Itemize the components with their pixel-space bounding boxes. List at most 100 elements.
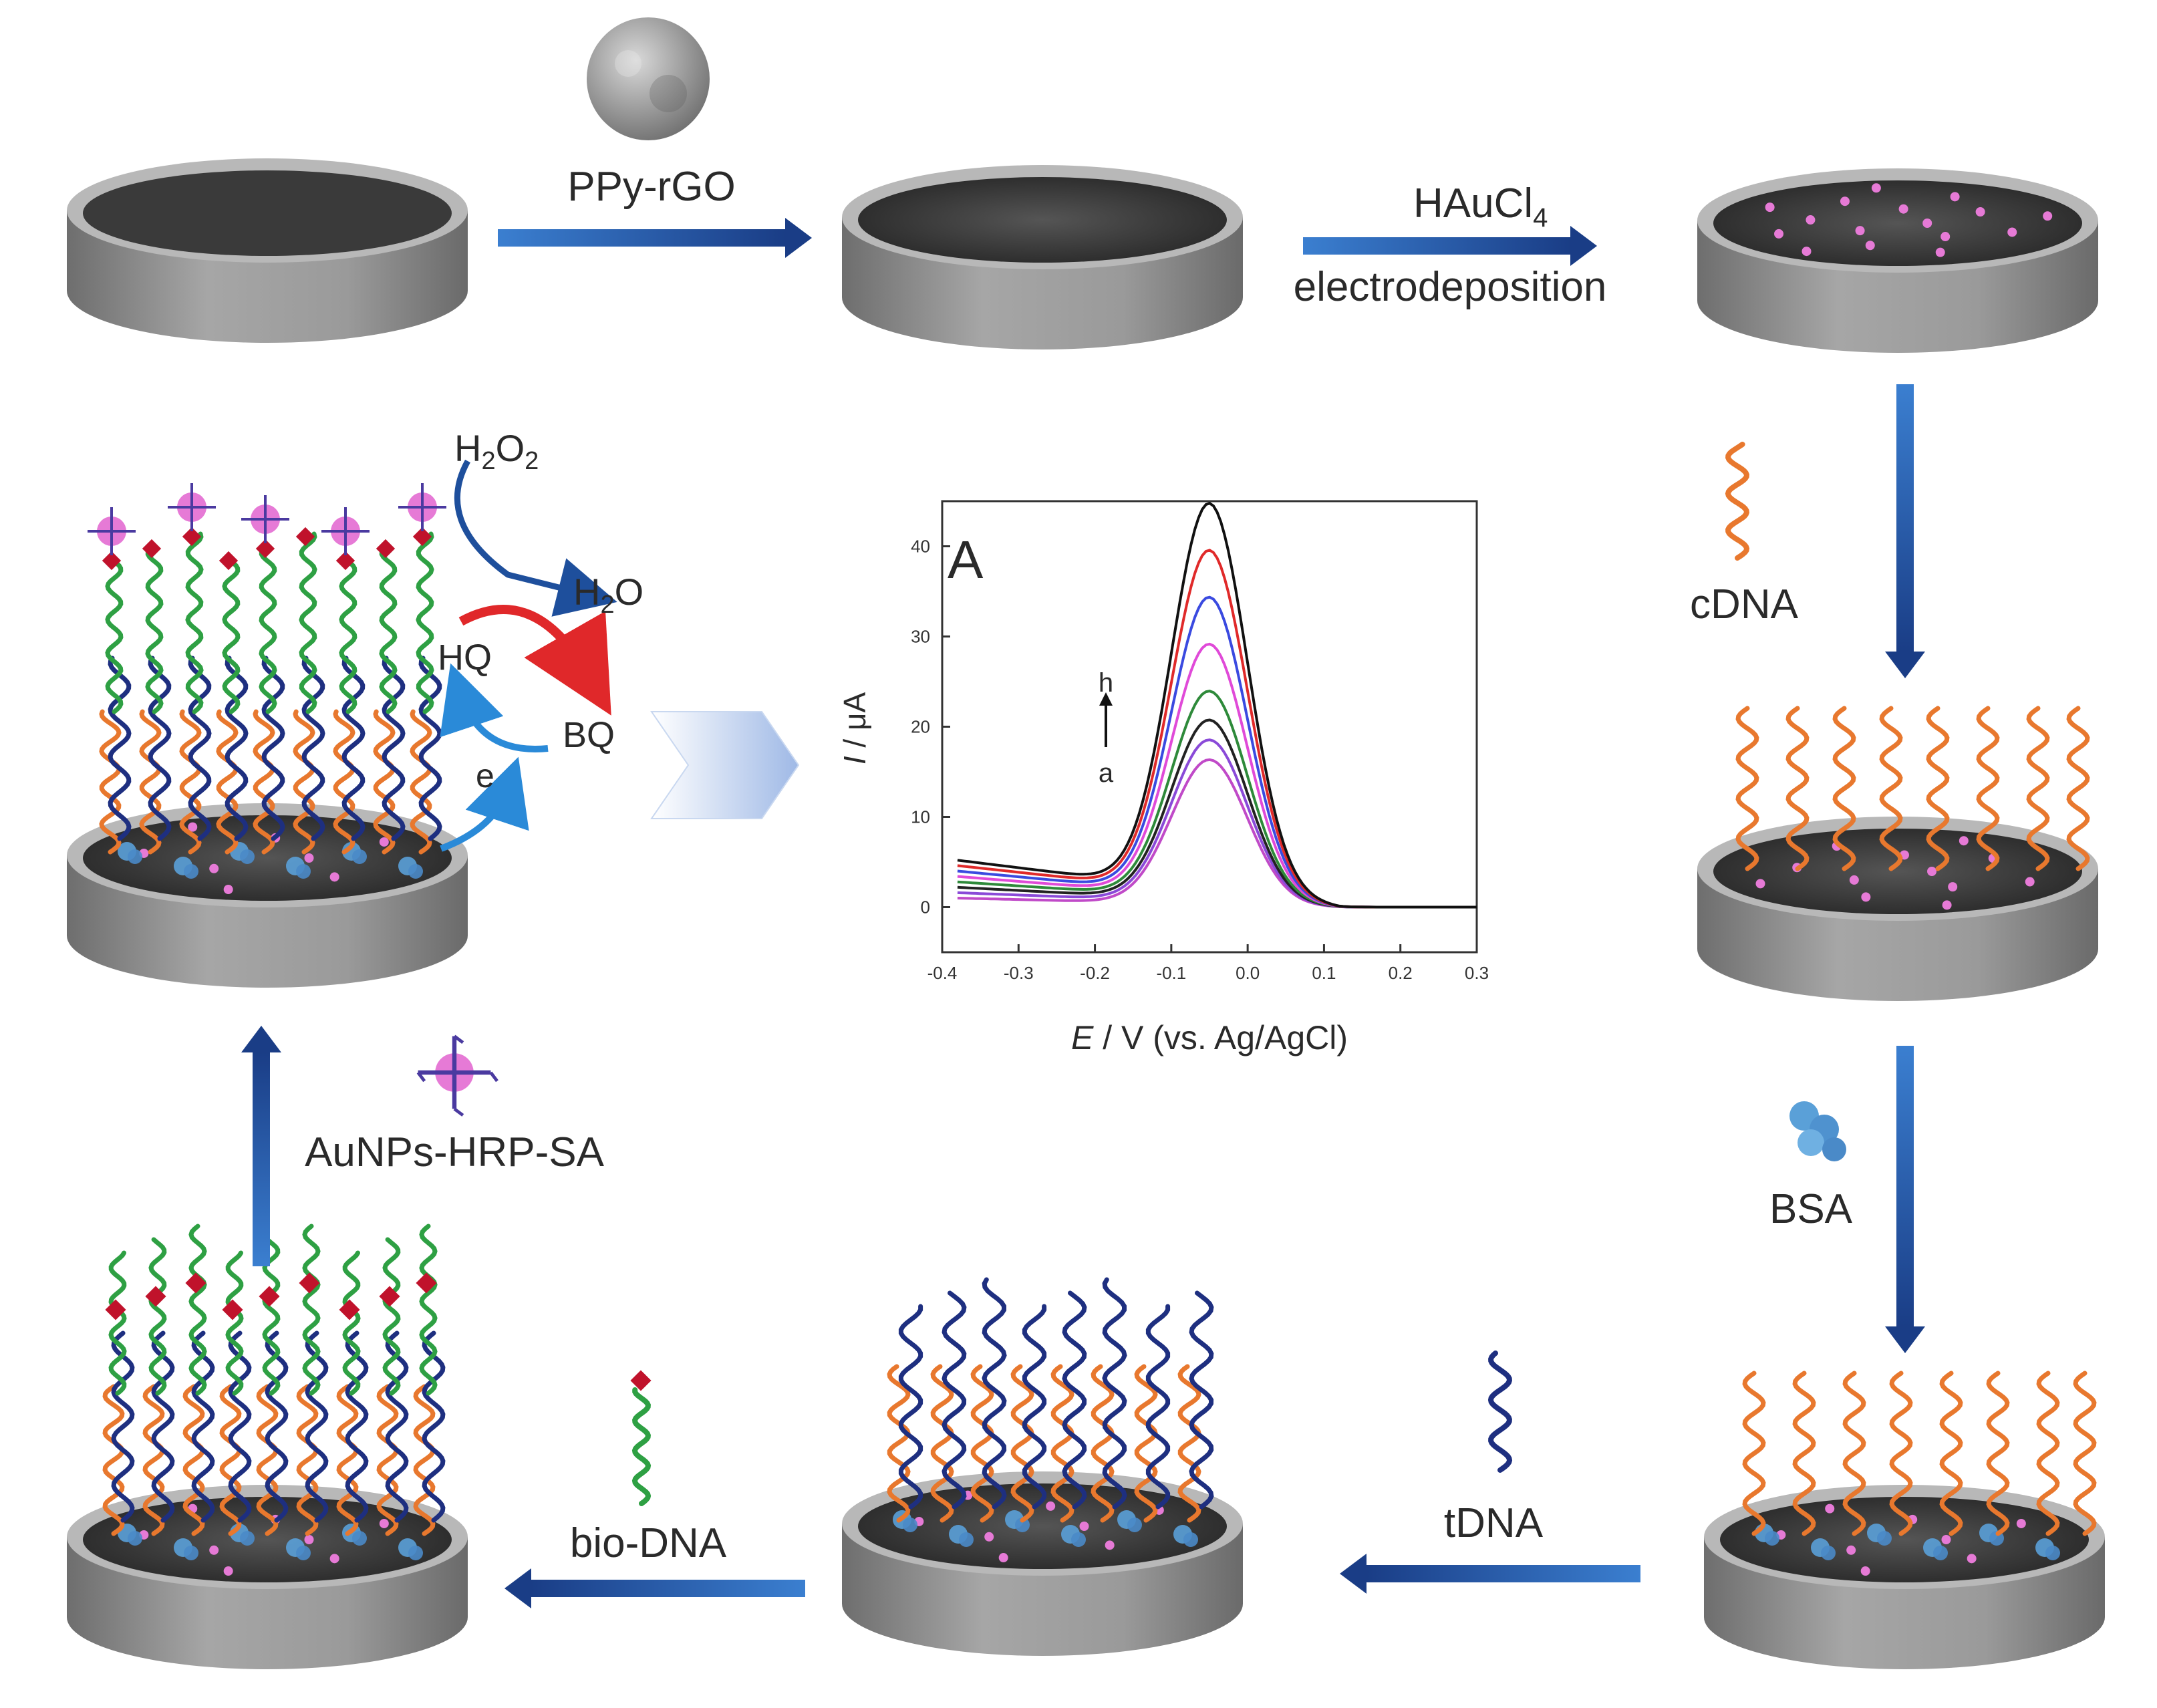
cdna-strand xyxy=(1939,1371,1963,1536)
tdna-strand xyxy=(422,1330,446,1523)
gold-nanoparticle xyxy=(304,853,314,863)
cdna-strand xyxy=(1010,1364,1034,1523)
arrow-aunps xyxy=(241,1026,281,1266)
label-electron: e xyxy=(476,757,494,795)
gold-nanoparticle xyxy=(1079,1522,1089,1531)
cdna-strand xyxy=(336,1384,359,1536)
label-cdna: cDNA xyxy=(1690,581,1799,627)
gold-nanoparticle xyxy=(1802,247,1812,257)
bsa-blob xyxy=(184,864,198,879)
bio-dna-strand xyxy=(339,555,357,714)
electrode-surface xyxy=(1713,180,2082,266)
gold-nanoparticle xyxy=(1855,226,1865,236)
gold-nanoparticle xyxy=(1865,241,1875,251)
gold-nanoparticle xyxy=(2025,877,2035,887)
bio-dna-strand xyxy=(225,1250,244,1396)
arrow-ppy-rgo xyxy=(498,218,812,258)
chart-series xyxy=(957,501,1477,909)
bsa-blob xyxy=(959,1532,974,1547)
bsa-blob xyxy=(128,1531,142,1546)
cdna-strand xyxy=(216,709,239,855)
tdna-strand xyxy=(225,656,249,841)
biotin-marker xyxy=(412,527,432,547)
y-tick-label: 10 xyxy=(911,807,930,827)
chart-trend-arrow xyxy=(1099,692,1113,747)
gold-nanoparticle xyxy=(984,1532,994,1542)
cdna-strand xyxy=(1842,1371,1866,1536)
bsa-blob xyxy=(352,849,367,864)
electrode-surface xyxy=(83,815,452,901)
cdna-strand xyxy=(1785,706,1810,871)
biotin-marker xyxy=(142,539,162,559)
gold-nanoparticle xyxy=(379,837,389,847)
cdna-strand xyxy=(142,1384,165,1536)
x-tick-label: 0.3 xyxy=(1465,963,1489,983)
big-arrow-to-chart xyxy=(650,711,800,819)
tdna-strand xyxy=(341,656,366,841)
gold-nanoparticle xyxy=(1774,229,1784,239)
gold-nanoparticle xyxy=(1849,875,1859,885)
cdna-strand xyxy=(930,1364,954,1523)
arrow-cdna xyxy=(1885,384,1925,678)
chart-x-axis-label: E / V (vs. Ag/AgCl) xyxy=(1071,1019,1348,1056)
arrow-bio-dna xyxy=(505,1568,805,1608)
gold-nanoparticle xyxy=(1898,204,1908,214)
cdna-strand xyxy=(1986,1371,2010,1536)
cdna-strand xyxy=(99,709,122,855)
gold-nanoparticle xyxy=(1959,836,1969,846)
cdna-strand xyxy=(1976,706,2000,871)
gold-nanoparticle xyxy=(1975,206,1985,217)
tdna-strand xyxy=(1102,1277,1127,1510)
bio-dna-icon xyxy=(630,1370,652,1506)
tdna-icon-strand xyxy=(1487,1350,1513,1473)
label-bio-dna: bio-DNA xyxy=(570,1520,727,1566)
bio-dna-strand xyxy=(419,1224,438,1396)
gold-nanoparticle xyxy=(1942,900,1952,910)
tdna-strand xyxy=(305,1330,329,1523)
bsa-blob xyxy=(1127,1518,1142,1532)
biotin-marker xyxy=(299,1272,320,1294)
cdna-icon-strand xyxy=(1725,442,1750,561)
label-bsa: BSA xyxy=(1769,1186,1853,1232)
gold-nanoparticle xyxy=(1941,1535,1951,1544)
gold-nanoparticle xyxy=(1846,1545,1856,1555)
electrode-surface xyxy=(83,170,452,256)
gold-nanoparticle xyxy=(1765,202,1775,212)
y-tick-label: 40 xyxy=(911,537,930,557)
chart-frame xyxy=(941,500,1478,954)
label-aunps-hrp-sa: AuNPs-HRP-SA xyxy=(305,1129,605,1175)
gold-nanoparticle xyxy=(1967,1554,1977,1564)
bio-dna-strand xyxy=(108,1250,127,1396)
cdna-strand xyxy=(1050,1364,1074,1523)
chart-y-axis-label: I / μA xyxy=(837,692,872,765)
tdna-strand xyxy=(301,656,325,841)
cdna-strand xyxy=(887,1364,911,1523)
cdna-strand xyxy=(1177,1364,1201,1523)
bsa-blob xyxy=(1877,1531,1892,1546)
bio-dna-strand xyxy=(302,1224,321,1396)
bsa-blob xyxy=(352,1531,367,1546)
gold-nanoparticle xyxy=(2016,1518,2026,1528)
label-tdna: tDNA xyxy=(1444,1500,1544,1546)
gold-nanoparticle xyxy=(2043,211,2053,221)
bsa-blob xyxy=(184,1546,198,1560)
x-tick-label: -0.1 xyxy=(1156,963,1186,983)
tdna-strand xyxy=(982,1277,1007,1510)
bsa-blob xyxy=(296,864,311,879)
cdna-icon xyxy=(1725,442,1750,561)
cdna-strand xyxy=(1134,1364,1158,1523)
cdna-strand xyxy=(219,1384,242,1536)
tdna-strand xyxy=(898,1304,923,1510)
biotin-marker xyxy=(102,551,122,571)
bsa-blob xyxy=(1071,1532,1086,1547)
biotin-marker xyxy=(335,551,355,571)
gold-nanoparticle xyxy=(209,863,219,873)
bio-dna-strand xyxy=(105,555,124,714)
cdna-strand xyxy=(2066,706,2090,871)
label-ppy-rgo: PPy-rGO xyxy=(567,164,735,210)
label-haucl4: HAuCl4 xyxy=(1413,180,1548,233)
bsa-blob xyxy=(1821,1546,1836,1560)
